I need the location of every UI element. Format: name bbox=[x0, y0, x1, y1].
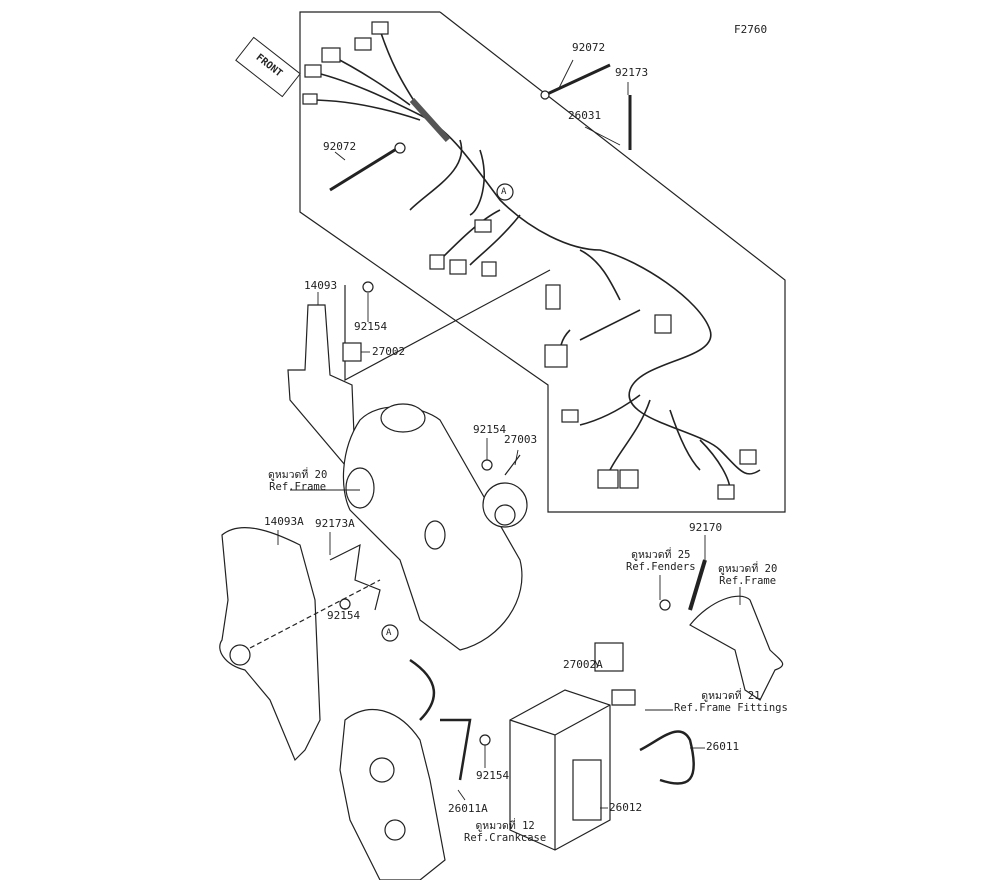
callout-a-top: A bbox=[501, 187, 507, 197]
battery-cable-26011A bbox=[409, 658, 472, 781]
part-label-92072: 92072 bbox=[323, 140, 357, 153]
ref-text: Ref.Fenders bbox=[626, 561, 696, 573]
part-label-92154: 92154 bbox=[476, 769, 510, 782]
ref-text: Ref.Frame Fittings bbox=[674, 702, 788, 714]
ref-text: Ref.Frame bbox=[719, 575, 777, 587]
callout-a-bottom: A bbox=[386, 628, 392, 638]
ref-text: Ref.Crankcase bbox=[464, 832, 547, 844]
ref-thai: ดูหมวดที่ 21 bbox=[701, 690, 761, 702]
crankcase bbox=[339, 709, 446, 880]
part-label-27002A: 27002A bbox=[563, 658, 603, 671]
part-label-92173: 92173 bbox=[615, 66, 649, 79]
part-label-26011: 26011 bbox=[706, 740, 740, 753]
callout-a-circle-bottom bbox=[381, 624, 399, 642]
part-label-92173A: 92173A bbox=[315, 517, 355, 530]
frame-section bbox=[342, 403, 523, 651]
cable-tie-92072-top bbox=[544, 63, 611, 97]
ref-thai: ดูหมวดที่ 20 bbox=[268, 469, 328, 481]
ref-text: Ref.Frame bbox=[269, 481, 327, 493]
callout-a-circle-top bbox=[496, 183, 514, 201]
part-label-26011A: 26011A bbox=[448, 802, 488, 815]
relay-27002 bbox=[342, 342, 362, 362]
spring-92173A bbox=[329, 543, 381, 611]
ref-crankcase: ดูหมวดที่ 12 Ref.Crankcase bbox=[464, 820, 546, 844]
relay-group-outline bbox=[344, 269, 551, 382]
part-label-26031: 26031 bbox=[568, 109, 602, 122]
stay-92170 bbox=[688, 559, 707, 611]
cover-14093A bbox=[219, 527, 321, 762]
harness-group-outline bbox=[299, 11, 786, 513]
ref-thai: ดูหมวดที่ 20 bbox=[718, 563, 778, 575]
part-label-92072: 92072 bbox=[572, 41, 606, 54]
ref-frame-left: ดูหมวดที่ 20 Ref.Frame bbox=[268, 469, 327, 493]
part-label-14093: 14093 bbox=[304, 279, 338, 292]
wiring-harness bbox=[304, 29, 761, 491]
ref-fenders: ดูหมวดที่ 25 Ref.Fenders bbox=[626, 549, 696, 573]
part-label-27003: 27003 bbox=[504, 433, 538, 446]
horn-27003 bbox=[482, 454, 528, 528]
part-label-14093A: 14093A bbox=[264, 515, 304, 528]
part-label-92154: 92154 bbox=[473, 423, 507, 436]
battery-26012 bbox=[509, 689, 611, 851]
leader-lines bbox=[277, 59, 741, 809]
frame-right bbox=[689, 595, 784, 701]
part-label-92154: 92154 bbox=[354, 320, 388, 333]
part-label-92170: 92170 bbox=[689, 521, 723, 534]
ref-thai: ดูหมวดที่ 25 bbox=[631, 549, 691, 561]
connectors bbox=[302, 21, 757, 500]
ref-frame-right: ดูหมวดที่ 20 Ref.Frame bbox=[718, 563, 777, 587]
part-label-26012: 26012 bbox=[609, 801, 643, 814]
battery-cable-26011 bbox=[639, 730, 695, 785]
part-label-92154: 92154 bbox=[327, 609, 361, 622]
ref-frame-fittings: ดูหมวดที่ 21 Ref.Frame Fittings bbox=[674, 690, 788, 714]
part-label-27002: 27002 bbox=[372, 345, 406, 358]
relay-27002A bbox=[594, 642, 624, 672]
ref-thai: ดูหมวดที่ 12 bbox=[475, 820, 535, 832]
cable-tie-92072-left bbox=[329, 146, 399, 192]
figure-code: F2760 bbox=[734, 23, 768, 36]
